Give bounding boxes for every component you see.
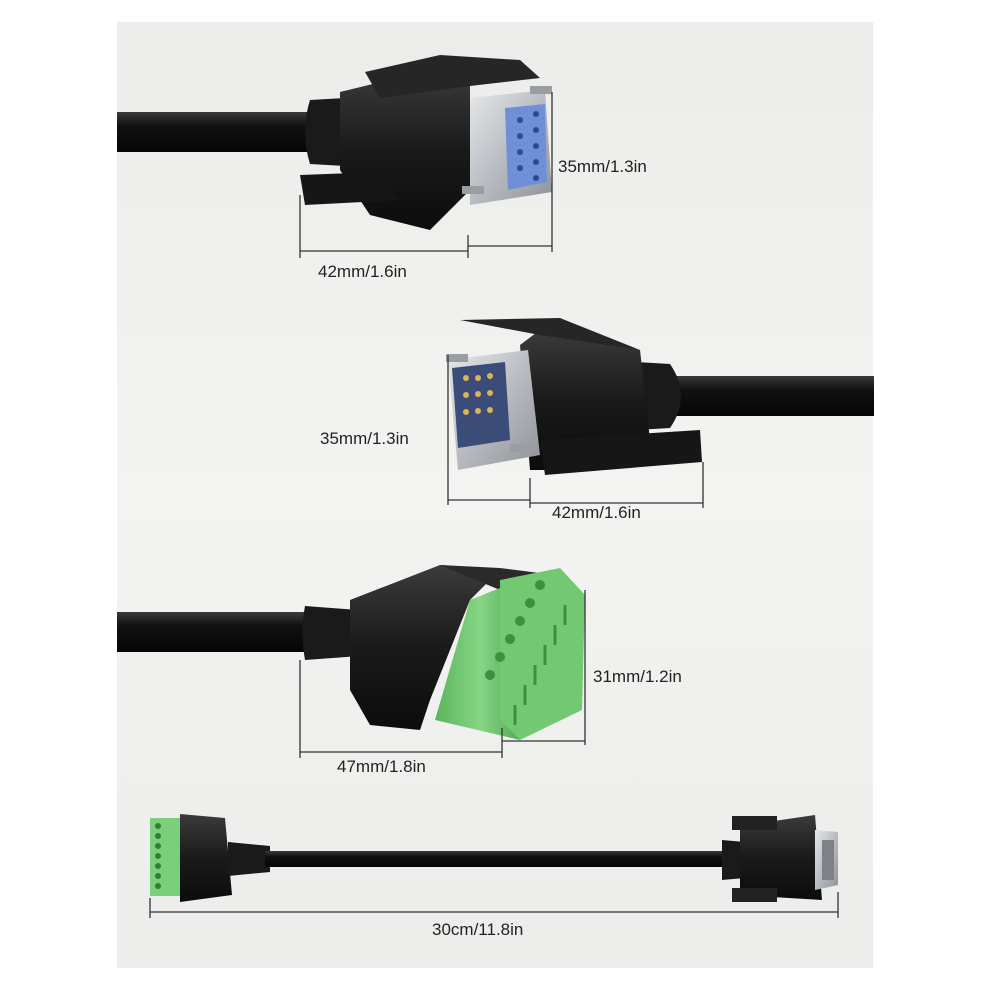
jack-screw <box>530 86 552 94</box>
dim-label-terminal-length: 47mm/1.8in <box>337 757 426 776</box>
strain-relief <box>636 362 681 430</box>
strain-relief <box>228 842 270 876</box>
housing-top-ridge <box>440 565 555 590</box>
dim-label-female-height: 35mm/1.3in <box>558 157 647 176</box>
blue-socket <box>505 104 547 190</box>
housing-top-ridge <box>460 318 640 350</box>
thumbscrew-grip <box>540 430 702 475</box>
full-cable-assembly <box>150 814 838 902</box>
connector-housing <box>520 330 650 470</box>
cable <box>265 851 725 867</box>
strain-relief <box>305 98 345 166</box>
cable-segment <box>117 612 317 652</box>
db9-pin-insert <box>822 840 834 880</box>
thumbscrew <box>732 816 777 830</box>
strain-relief <box>722 840 745 880</box>
jack-screw <box>446 354 468 362</box>
terminal-holes <box>155 823 161 889</box>
dimension-lines-female <box>299 92 553 258</box>
jack-screw <box>510 444 532 452</box>
green-terminal-block-front <box>500 568 585 740</box>
terminal-housing <box>180 814 232 902</box>
dimension-lines-cable <box>149 892 839 918</box>
dimension-lines-male <box>447 355 704 508</box>
green-terminal-block <box>150 818 180 896</box>
dim-label-cable-length: 30cm/11.8in <box>432 920 523 939</box>
socket-pin-holes <box>517 111 539 181</box>
terminal-screw-holes <box>485 580 545 680</box>
thumbscrew <box>732 888 777 902</box>
db9-housing <box>740 815 822 900</box>
pin-insert <box>452 362 510 448</box>
dim-label-male-length: 42mm/1.6in <box>552 503 641 522</box>
dim-label-female-length: 42mm/1.6in <box>318 262 407 281</box>
dimension-lines-terminal <box>299 590 586 758</box>
strain-relief <box>302 606 360 660</box>
thumbscrew-grip <box>300 172 400 205</box>
db9-male-connector <box>446 318 874 475</box>
dim-label-terminal-height: 31mm/1.2in <box>593 667 682 686</box>
dim-label-male-height: 35mm/1.3in <box>320 429 409 448</box>
terminal-housing <box>350 565 500 730</box>
terminal-block-connector <box>117 565 585 740</box>
db9-female-connector <box>117 55 552 230</box>
terminal-slots <box>513 605 567 725</box>
jack-screw <box>462 186 484 194</box>
male-pins <box>463 373 493 415</box>
housing-top-ridge <box>365 55 540 98</box>
